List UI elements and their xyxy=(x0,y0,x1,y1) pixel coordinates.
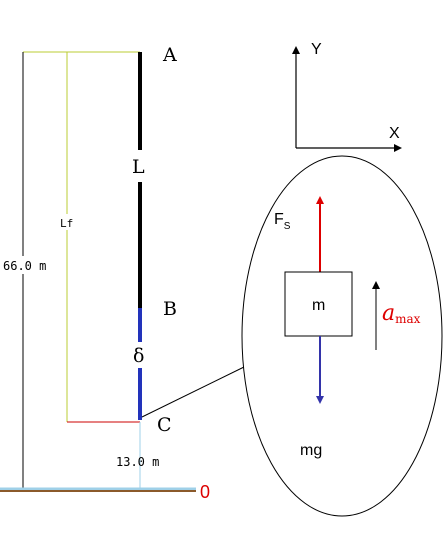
free-body-diagram: FS m mg amax xyxy=(241,155,443,517)
spring-force-label: FS xyxy=(274,211,291,232)
total-height-label-bg xyxy=(2,256,56,274)
lf-label: Lf xyxy=(60,217,73,230)
cord-length-label: L xyxy=(132,156,145,178)
ground-zero-label: 0 xyxy=(200,482,210,502)
lf-label-bg xyxy=(58,214,78,230)
total-height-label: 66.0 m xyxy=(3,259,46,273)
acceleration-label: amax xyxy=(382,301,421,326)
point-c-label: C xyxy=(157,414,172,436)
coordinate-axes: Y X xyxy=(292,41,402,152)
lf-dimension: Lf xyxy=(58,52,140,423)
point-b-label: B xyxy=(163,298,177,320)
zoom-connector-top xyxy=(141,366,245,418)
y-axis-label: Y xyxy=(311,41,322,58)
x-axis-label: X xyxy=(389,125,400,142)
weight-label: mg xyxy=(300,442,322,459)
mass-box xyxy=(284,271,353,337)
spring-force-subscript: S xyxy=(284,221,291,232)
c-height-dimension: 13.0 m xyxy=(116,422,159,490)
acceleration-subscript: max xyxy=(395,312,421,326)
c-height-label: 13.0 m xyxy=(116,455,159,469)
point-a-label: A xyxy=(162,44,177,66)
total-height-dimension: 66.0 m xyxy=(2,51,140,490)
ground: 0 xyxy=(0,482,210,502)
stretch-delta-label: δ xyxy=(133,345,144,367)
mass-label: m xyxy=(312,297,325,314)
